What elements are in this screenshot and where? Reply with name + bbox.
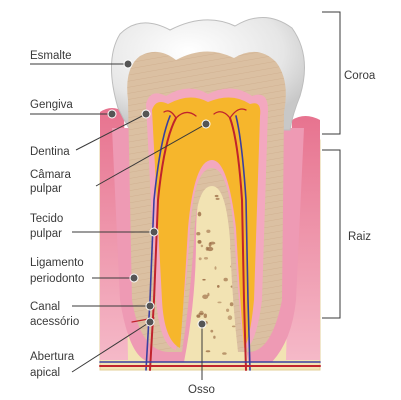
- bone-pore: [231, 325, 236, 328]
- lead-camara: [95, 123, 207, 187]
- label-gengiva: Gengiva: [30, 99, 73, 111]
- label-canal-line2: acessório: [30, 316, 79, 328]
- bone-pore: [200, 244, 204, 248]
- label-abertura-line2: apical: [30, 367, 60, 379]
- bone-pore: [203, 313, 207, 319]
- bone-pore: [207, 292, 210, 297]
- crown-bracket: [322, 11, 341, 135]
- dot-ligamento: [129, 273, 139, 283]
- bone-pore: [196, 314, 201, 318]
- bone-pore: [223, 277, 228, 282]
- dot-canal: [145, 301, 155, 311]
- vessels: [99, 108, 321, 371]
- label-ligamento-line1: Ligamento: [30, 257, 84, 269]
- bone-pore: [196, 232, 201, 236]
- bone-pore: [222, 352, 227, 355]
- dot-dentina: [141, 109, 151, 119]
- bone-pore: [213, 335, 216, 339]
- bone-pore: [205, 350, 211, 353]
- label-canal-line1: Canal: [30, 301, 60, 313]
- bone-pore: [214, 194, 219, 198]
- label-esmalte: Esmalte: [30, 50, 72, 62]
- dot-gengiva: [107, 109, 117, 119]
- label-dentina: Dentina: [30, 146, 70, 158]
- bone-pore: [226, 308, 230, 312]
- bone-pore: [202, 294, 209, 300]
- dot-osso: [197, 319, 207, 329]
- dot-tecido: [149, 227, 159, 237]
- label-ligamento-line2: periodonto: [30, 273, 84, 285]
- root-bracket: [322, 149, 341, 319]
- bone-pore: [217, 285, 220, 288]
- label-camara-line2: pulpar: [30, 183, 62, 195]
- bone-pore: [209, 241, 216, 245]
- lead-abertura: [71, 321, 151, 373]
- bone-pore: [215, 197, 220, 200]
- bone-pore: [206, 246, 214, 252]
- dot-camara: [201, 119, 211, 129]
- dot-esmalte: [123, 59, 133, 69]
- label-raiz: Raiz: [348, 231, 371, 243]
- bone-pore: [198, 257, 202, 261]
- label-tecido-line1: Tecido: [30, 213, 63, 225]
- label-abertura-line1: Abertura: [30, 351, 75, 363]
- bone-pore: [203, 257, 209, 260]
- bone-pore: [199, 310, 204, 316]
- bone-pore: [197, 240, 202, 244]
- bone-pore: [217, 301, 222, 304]
- dot-abertura: [145, 317, 155, 327]
- bone-pore: [210, 329, 214, 333]
- bone-pore: [227, 315, 233, 321]
- bone-pore: [202, 278, 206, 281]
- label-camara-line1: Câmara: [30, 169, 72, 181]
- label-osso: Osso: [188, 384, 215, 396]
- label-coroa: Coroa: [344, 70, 376, 82]
- bone-pore: [214, 266, 217, 270]
- label-tecido-line2: pulpar: [30, 228, 62, 240]
- bone-pore: [206, 229, 211, 233]
- lead-dentina: [75, 113, 147, 151]
- pulp-chamber-shape: [152, 97, 261, 348]
- bone-pore: [229, 302, 234, 307]
- bone-pore: [197, 211, 202, 217]
